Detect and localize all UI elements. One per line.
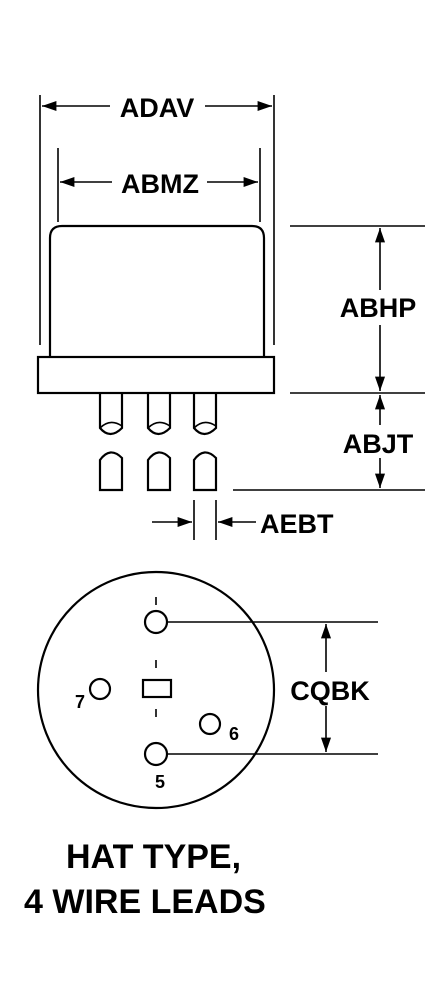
- wire-leads: [98, 393, 218, 492]
- pin-6-label: 6: [229, 724, 239, 744]
- hat-flange: [36, 355, 276, 395]
- cqbk-label: CQBK: [290, 676, 370, 706]
- caption-line-1: HAT TYPE,: [66, 838, 242, 876]
- pin-7-label: 7: [75, 692, 85, 712]
- abhp-label: ABHP: [340, 293, 417, 323]
- pin-top: [143, 609, 169, 635]
- side-view: ADAV ABMZ ABHP ABJT: [36, 93, 425, 540]
- abmz-label: ABMZ: [121, 169, 199, 199]
- pin-5: [143, 741, 169, 767]
- pin-5-label: 5: [155, 772, 165, 792]
- adav-label: ADAV: [120, 93, 195, 123]
- caption-line-2: 4 WIRE LEADS: [24, 883, 266, 921]
- pin-6: [198, 712, 222, 736]
- header-circle: [36, 570, 276, 810]
- aebt-label: AEBT: [260, 509, 334, 539]
- center-key: [141, 678, 173, 699]
- pin-7: [88, 677, 112, 701]
- abjt-label: ABJT: [343, 429, 414, 459]
- bottom-view: 7 6 5 CQBK: [36, 570, 378, 810]
- hat-body: [48, 224, 266, 357]
